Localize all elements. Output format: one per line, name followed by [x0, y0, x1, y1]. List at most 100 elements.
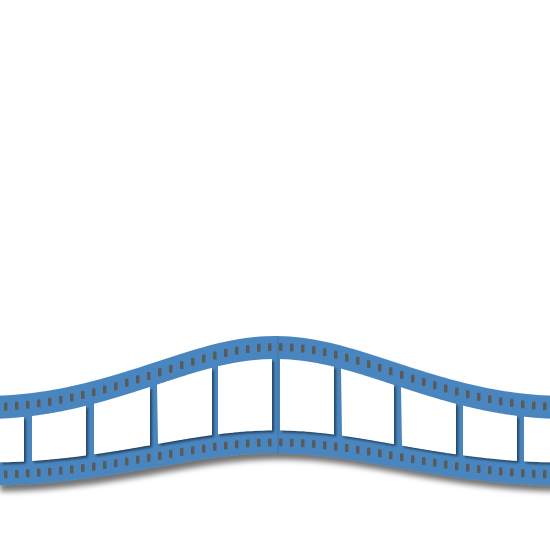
- sprocket-hole: [4, 470, 8, 479]
- sprocket-hole: [15, 469, 19, 478]
- sprocket-hole: [246, 439, 250, 448]
- sprocket-hole: [466, 463, 470, 472]
- sprocket-hole: [169, 364, 173, 373]
- film-strip: [0, 336, 550, 486]
- sprocket-hole: [301, 344, 305, 353]
- sprocket-hole: [257, 343, 261, 352]
- sprocket-hole: [70, 465, 74, 474]
- sprocket-hole: [169, 449, 173, 458]
- sprocket-hole: [389, 451, 393, 460]
- sprocket-hole: [26, 400, 30, 409]
- sprocket-hole: [532, 469, 536, 478]
- sprocket-hole: [488, 466, 492, 475]
- sprocket-hole: [422, 378, 426, 386]
- sprocket-hole: [345, 444, 349, 452]
- sprocket-hole: [125, 378, 129, 387]
- sprocket-hole: [279, 343, 283, 351]
- sprocket-hole: [103, 385, 107, 394]
- sprocket-hole: [356, 445, 360, 454]
- frame-window: [401, 387, 456, 455]
- sprocket-hole: [323, 348, 327, 357]
- sprocket-hole: [246, 345, 250, 353]
- frame-window: [32, 405, 86, 461]
- sprocket-hole: [257, 438, 261, 447]
- sprocket-hole: [400, 370, 404, 379]
- sprocket-hole: [543, 470, 547, 479]
- sprocket-hole: [26, 469, 30, 478]
- sprocket-holes: [4, 343, 547, 479]
- sprocket-hole: [92, 388, 96, 397]
- sprocket-hole: [433, 458, 437, 467]
- sprocket-hole: [224, 348, 228, 357]
- sprocket-hole: [147, 371, 151, 380]
- sprocket-hole: [290, 438, 294, 447]
- sprocket-hole: [444, 460, 448, 469]
- sprocket-hole: [301, 439, 305, 448]
- sprocket-hole: [499, 397, 503, 406]
- sprocket-hole: [345, 353, 349, 362]
- sprocket-hole: [367, 447, 371, 456]
- sprocket-hole: [37, 468, 41, 477]
- sprocket-hole: [400, 453, 404, 462]
- frame-window: [280, 359, 334, 435]
- sprocket-hole: [191, 357, 195, 366]
- sprocket-hole: [158, 451, 162, 460]
- frame-window: [218, 359, 272, 435]
- sprocket-hole: [59, 395, 63, 404]
- sprocket-hole: [356, 356, 360, 365]
- sprocket-hole: [81, 464, 85, 473]
- sprocket-hole: [48, 467, 52, 476]
- sprocket-hole: [477, 392, 481, 401]
- sprocket-hole: [499, 467, 503, 476]
- sprocket-hole: [367, 360, 371, 369]
- frame-window: [0, 416, 24, 463]
- sprocket-hole: [114, 459, 118, 468]
- sprocket-hole: [433, 381, 437, 390]
- sprocket-hole: [488, 395, 492, 404]
- sprocket-hole: [81, 391, 85, 399]
- sprocket-hole: [279, 438, 283, 447]
- sprocket-hole: [235, 440, 239, 449]
- sprocket-hole: [103, 461, 107, 469]
- frame-window: [157, 367, 212, 444]
- sprocket-hole: [422, 457, 426, 465]
- sprocket-hole: [543, 402, 547, 411]
- sprocket-hole: [466, 390, 470, 399]
- sprocket-hole: [202, 444, 206, 453]
- sprocket-hole: [15, 401, 19, 410]
- sprocket-hole: [521, 469, 525, 478]
- sprocket-hole: [521, 400, 525, 409]
- sprocket-hole: [378, 449, 382, 458]
- sprocket-hole: [136, 375, 140, 384]
- sprocket-hole: [510, 468, 514, 477]
- sprocket-hole: [532, 401, 536, 410]
- sprocket-hole: [92, 462, 96, 471]
- sprocket-hole: [477, 465, 481, 474]
- sprocket-hole: [70, 393, 74, 402]
- frame-window: [341, 368, 394, 445]
- sprocket-hole: [323, 441, 327, 450]
- sprocket-hole: [334, 442, 338, 451]
- sprocket-hole: [180, 361, 184, 370]
- film-strip-band: [0, 336, 550, 486]
- sprocket-hole: [4, 402, 8, 411]
- sprocket-hole: [48, 397, 52, 406]
- sprocket-hole: [334, 350, 338, 359]
- sprocket-hole: [312, 346, 316, 355]
- sprocket-hole: [213, 351, 217, 360]
- sprocket-hole: [268, 343, 272, 352]
- sprocket-hole: [290, 343, 294, 352]
- sprocket-hole: [125, 457, 129, 466]
- sprocket-hole: [224, 441, 228, 450]
- sprocket-hole: [202, 354, 206, 363]
- sprocket-hole: [136, 455, 140, 464]
- sprocket-hole: [378, 363, 382, 372]
- sprocket-hole: [389, 367, 393, 376]
- sprocket-hole: [114, 382, 118, 391]
- sprocket-hole: [37, 399, 41, 408]
- sprocket-hole: [158, 368, 162, 377]
- sprocket-hole: [59, 466, 63, 475]
- sprocket-hole: [411, 455, 415, 464]
- sprocket-hole: [191, 446, 195, 455]
- sprocket-hole: [411, 374, 415, 383]
